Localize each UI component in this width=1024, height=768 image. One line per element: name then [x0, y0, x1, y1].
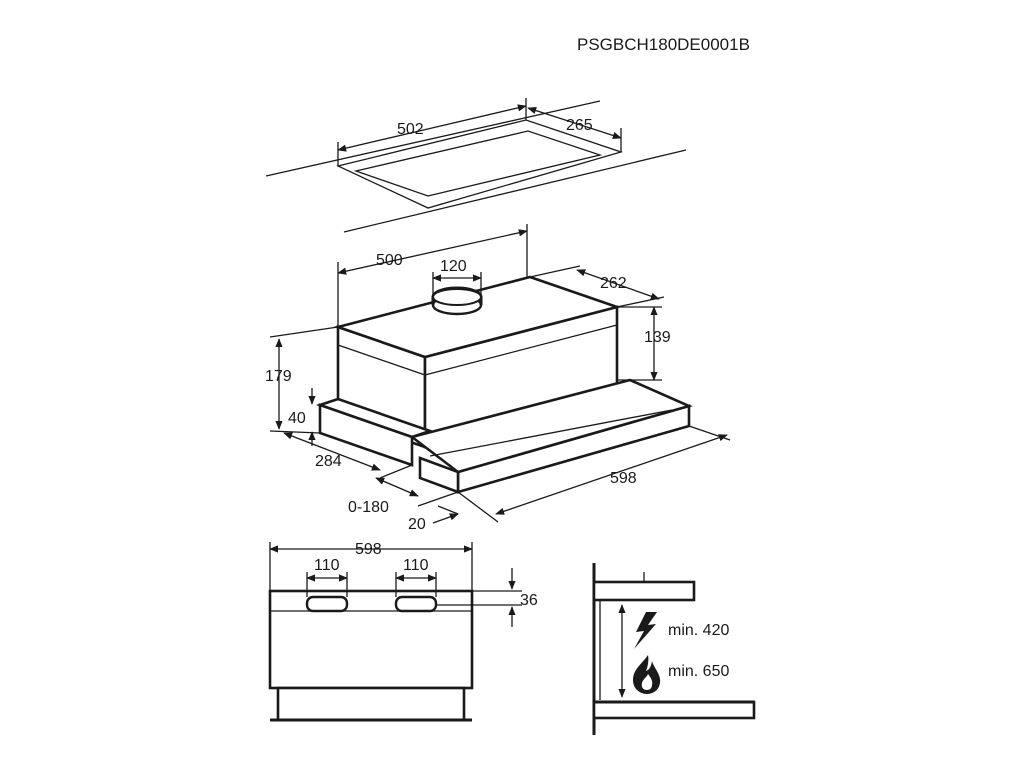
front-height-label: 40: [288, 410, 306, 427]
hood-dimension-lines: [269, 224, 731, 524]
hood-width-label: 500: [376, 252, 403, 269]
front-width-label: 598: [610, 470, 637, 487]
total-height-label: 179: [265, 368, 292, 385]
outlet-right: [394, 595, 438, 613]
front-view-width-label: 598: [355, 541, 382, 558]
lightning-icon: [634, 612, 657, 649]
base-depth-label: 284: [315, 453, 342, 470]
front-offset-label: 20: [408, 516, 426, 533]
flame-icon: [633, 655, 661, 694]
extension-label: 0-180: [348, 499, 389, 516]
cutout-width-label: 502: [397, 121, 424, 138]
outlet-left: [305, 595, 349, 613]
gas-clearance-label: min. 650: [668, 663, 729, 680]
electric-clearance-label: min. 420: [668, 622, 729, 639]
document-code: PSGBCH180DE0001B: [577, 35, 750, 54]
body-height-label: 139: [644, 329, 671, 346]
clearance-view: [592, 563, 756, 735]
hood-depth-label: 262: [600, 275, 627, 292]
hood-isometric: [315, 275, 693, 494]
outlet-left-width-label: 110: [314, 557, 340, 574]
cutout-depth-label: 265: [566, 117, 593, 134]
cabinet-cutout: [265, 98, 687, 233]
outlet-right-width-label: 110: [403, 557, 429, 574]
duct-diameter-label: 120: [440, 258, 467, 275]
front-view-dimension-lines: [269, 542, 522, 627]
outlet-height-label: 36: [520, 592, 538, 609]
front-view: [268, 589, 474, 722]
